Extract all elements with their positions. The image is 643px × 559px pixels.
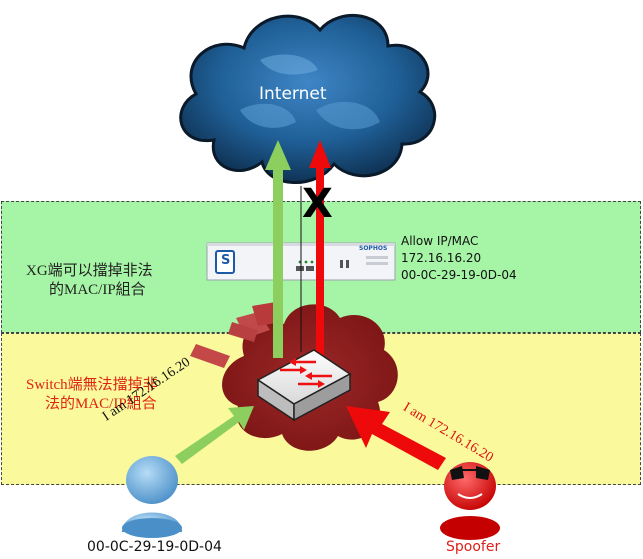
legit-user-icon bbox=[122, 456, 182, 538]
internet-label: Internet bbox=[259, 84, 327, 104]
spoofer-label: Spoofer bbox=[446, 539, 501, 555]
blocked-x-mark: X bbox=[302, 181, 333, 227]
spoofer-arrow bbox=[346, 406, 446, 470]
xg-zone-text-line1: XG端可以擋掉非法 bbox=[26, 263, 153, 279]
legit-traffic-arrow bbox=[265, 140, 291, 358]
firewall-logo-letter: S bbox=[221, 253, 231, 268]
network-switch-icon bbox=[256, 349, 352, 422]
firewall-brand-label: SOPHOS bbox=[359, 245, 388, 252]
allow-rule-line2: 172.16.16.20 bbox=[401, 251, 482, 265]
allow-rule-line3: 00-0C-29-19-0D-04 bbox=[401, 268, 517, 282]
switch-zone-text-line2: 法的MAC/IP組合 bbox=[45, 396, 157, 412]
allow-rule-line1: Allow IP/MAC bbox=[401, 234, 479, 248]
spoof-traffic-arrow bbox=[309, 140, 331, 364]
legit-user-mac: 00-0C-29-19-0D-04 bbox=[87, 539, 222, 555]
switch-zone-text-line1: Switch端無法擋掉非 bbox=[26, 377, 158, 393]
legit-user-arrow bbox=[175, 406, 254, 464]
xg-zone-text-line2: 的MAC/IP組合 bbox=[49, 282, 146, 298]
internet-cloud-icon bbox=[179, 14, 437, 184]
spoofer-icon bbox=[440, 462, 500, 540]
